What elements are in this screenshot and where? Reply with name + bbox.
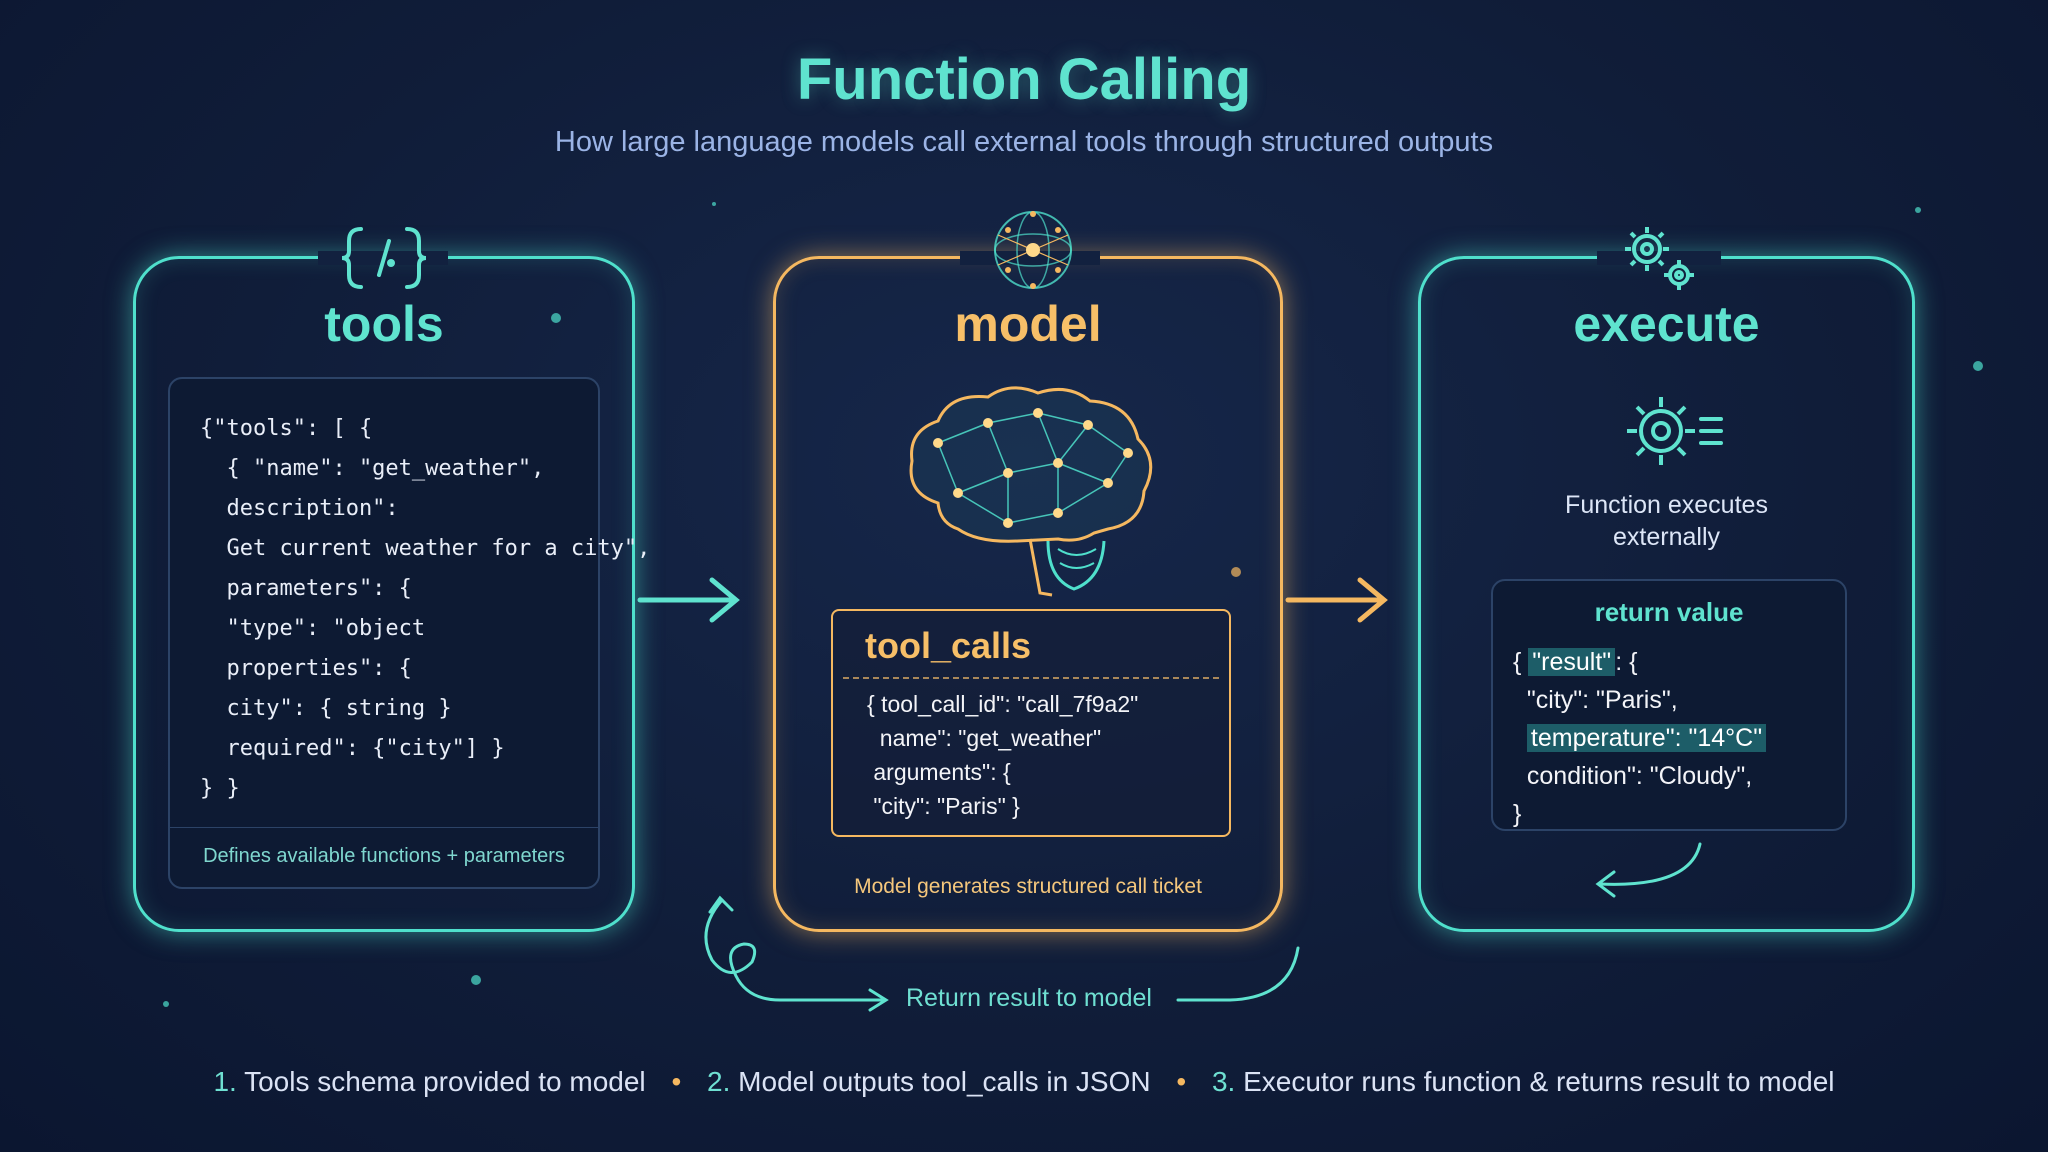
step3-number: 3. <box>1211 1066 1236 1097</box>
tools-title: tools <box>324 296 444 352</box>
return-flow-arrow <box>704 895 1300 1012</box>
model-title: model <box>954 296 1102 352</box>
tools-schema-code: {"tools": [ { { "name": "get_weather", d… <box>200 416 651 801</box>
step2-number: 2. <box>707 1066 731 1097</box>
return-value-card: return value { "result": { "city": "Pari… <box>1491 579 1847 831</box>
ticket-separator <box>843 677 1219 679</box>
step-separator: • <box>671 1066 682 1097</box>
return-result-label: Return result to model <box>906 984 1152 1012</box>
model-caption: Model generates structured call ticket <box>854 875 1202 898</box>
neural-brain-icon <box>909 386 1153 597</box>
step-separator: • <box>1176 1066 1187 1097</box>
tool-calls-title: tool_calls <box>865 625 1032 666</box>
arrow-model-to-execute <box>1285 577 1388 623</box>
tools-caption: Defines available functions + parameters <box>170 827 598 887</box>
execute-title: execute <box>1573 296 1760 352</box>
neural-sphere-icon <box>994 211 1072 289</box>
arrow-tools-to-model <box>637 577 740 623</box>
step3-text: Executor runs function & returns result … <box>1243 1066 1835 1097</box>
gear-list-icon <box>1627 397 1723 465</box>
tool-calls-code: { tool_call_id": "call_7f9a2" name": "ge… <box>867 691 1139 819</box>
return-loop-arrow-execute <box>1595 842 1702 898</box>
return-value-code: { "result": { "city": "Paris", temperatu… <box>1513 643 1767 833</box>
steps-footer: 1. Tools schema provided to model • 2. M… <box>0 1066 2048 1098</box>
execute-panel: execute Function executes externally ret… <box>1418 227 1915 932</box>
step1-text: Tools schema provided to model <box>244 1066 646 1097</box>
page-subtitle: How large language models call external … <box>554 126 1494 158</box>
tool-calls-ticket: tool_calls { tool_call_id": "call_7f9a2"… <box>831 609 1231 837</box>
tools-schema-card: {"tools": [ { { "name": "get_weather", d… <box>168 377 650 889</box>
tools-panel: tools {"tools": [ { { "name": "get_weath… <box>133 227 650 932</box>
code-braces-icon <box>341 227 427 289</box>
step2-text: Model outputs tool_calls in JSON <box>738 1066 1151 1097</box>
return-value-title: return value <box>1594 597 1744 627</box>
step1-number: 1. <box>213 1066 237 1097</box>
background-dots <box>163 202 1983 1007</box>
gears-icon <box>1625 227 1694 290</box>
execute-description: Function executes externally <box>1565 491 1768 551</box>
page-title: Function Calling <box>796 47 1252 112</box>
model-panel: model tool_calls { tool_call_id": "call_… <box>773 211 1283 932</box>
